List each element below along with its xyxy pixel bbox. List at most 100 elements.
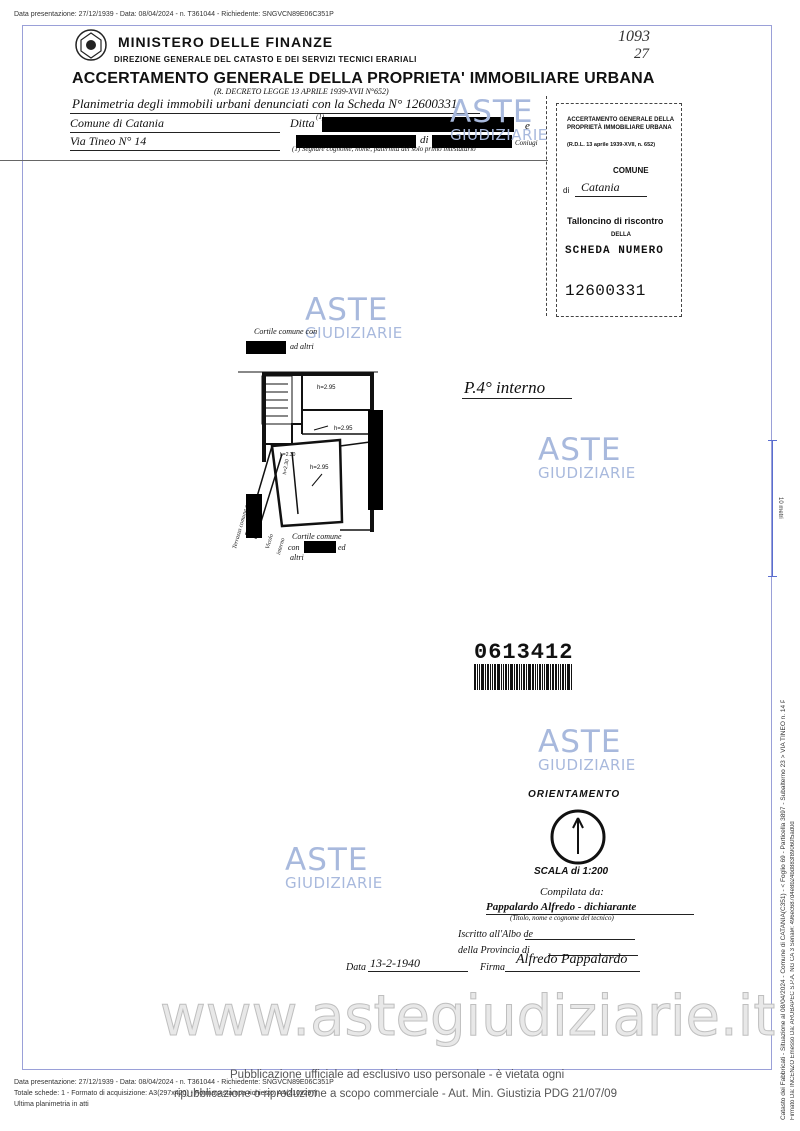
compass-icon — [550, 809, 606, 865]
barcode-bar — [516, 664, 518, 690]
cortile-bottom-ed: ed — [338, 543, 346, 552]
cortile-top-label: Cortile comune con — [254, 327, 318, 336]
tallon-underline — [575, 196, 647, 197]
watermark-aste-2: ASTE GIUDIZIARIE — [305, 292, 403, 343]
emblem-icon — [75, 29, 107, 61]
side-note: Catasto dei Fabbricati - Situazione al 0… — [780, 700, 787, 1120]
underline-3 — [70, 150, 280, 151]
barcode-bar — [519, 664, 520, 690]
barcode-bar — [558, 664, 559, 690]
barcode-bar — [494, 664, 496, 690]
corner-note-1: 1093 — [618, 28, 650, 45]
barcode-bar — [555, 664, 557, 690]
scale-tick-bottom — [768, 576, 777, 577]
barcode-bar — [479, 664, 480, 690]
barcode-bar — [544, 664, 545, 690]
compilata-sub: (Titolo, nome e cognome del tecnico) — [510, 914, 614, 922]
ditta-label: Ditta — [290, 116, 315, 130]
coniugi-label: Coniugi — [515, 139, 538, 147]
barcode-bar — [532, 664, 534, 690]
watermark-aste-4: ASTE GIUDIZIARIE — [538, 724, 636, 775]
barcode-bar — [505, 664, 507, 690]
iscritto-label: Iscritto all'Albo de — [458, 929, 533, 940]
floor-underline — [462, 398, 572, 399]
footer-line-2: Totale schede: 1 - Formato di acquisizio… — [14, 1090, 318, 1097]
barcode-bar — [503, 664, 504, 690]
tallon-comune-label: COMUNE — [613, 166, 649, 175]
barcode — [474, 664, 573, 690]
side-note-2: Firmato Da: INCENZO Emesso Da: ARUBAPEC … — [790, 821, 796, 1120]
tallon-cut-left — [546, 96, 548, 316]
tallon-scheda: SCHEDA NUMERO — [565, 245, 664, 257]
tallon-box: ACCERTAMENTO GENERALE DELLA PROPRIETÀ IM… — [556, 103, 682, 317]
ditta-sup: (1) — [316, 113, 325, 121]
top-meta: Data presentazione: 27/12/1939 - Data: 0… — [14, 11, 334, 18]
publication-line-2: ripubblicazione o riproduzione a scopo c… — [174, 1088, 617, 1100]
barcode-bar — [550, 664, 551, 690]
provincia-line — [548, 955, 638, 956]
redaction-side — [368, 410, 383, 510]
frame-left — [22, 25, 23, 1070]
redaction-cortile-top — [246, 341, 286, 354]
tallon-di: di — [563, 186, 570, 195]
compilata-label: Compilata da: — [540, 886, 604, 898]
barcode-bar — [562, 664, 564, 690]
frame-top — [22, 25, 772, 26]
footnote: (1) Segnare cognome, nome, paternità del… — [292, 145, 476, 153]
barcode-bar — [523, 664, 525, 690]
data-label: Data — [346, 962, 366, 973]
barcode-bar — [487, 664, 489, 690]
barcode-bar — [537, 664, 538, 690]
barcode-bar — [514, 664, 515, 690]
scale-tick-top — [768, 440, 777, 441]
watermark-aste-5: ASTE GIUDIZIARIE — [285, 842, 383, 893]
page-title: ACCERTAMENTO GENERALE DELLA PROPRIETA' I… — [72, 70, 655, 87]
orient-label: ORIENTAMENTO — [528, 789, 621, 800]
barcode-bar — [497, 664, 500, 690]
cortile-bottom-label: Cortile comune — [292, 532, 342, 541]
barcode-bar — [481, 664, 484, 690]
tallon-title: Talloncino di riscontro — [567, 216, 664, 226]
h-label-4: h=2.30 — [280, 452, 296, 458]
compilata-line — [486, 914, 694, 915]
decree: (R. DECRETO LEGGE 13 APRILE 1939-XVII N°… — [214, 87, 389, 96]
ruler-label: 10 metri — [777, 497, 783, 519]
barcode-bar — [492, 664, 493, 690]
h-label-3: h=2.95 — [310, 465, 329, 471]
redaction-father — [432, 135, 512, 148]
firma-line — [505, 971, 640, 972]
watermark-aste-1: ASTE GIUDIZIARIE — [450, 94, 548, 145]
barcode-bar — [546, 664, 549, 690]
barcode-bar — [528, 664, 531, 690]
via-field: Via Tineo N° 14 — [70, 134, 147, 148]
barcode-bar — [567, 664, 570, 690]
redaction-ditta — [322, 117, 514, 132]
barcode-number: 0613412 — [474, 640, 574, 665]
compilata-name: Pappalardo Alfredo - dichiarante — [486, 901, 637, 913]
barcode-bar — [542, 664, 543, 690]
ministry-name: MINISTERO DELLE FINANZE — [118, 34, 334, 50]
publication-line-1: Pubblicazione ufficiale ad esclusivo uso… — [230, 1069, 565, 1081]
barcode-bar — [526, 664, 527, 690]
tallon-comune-value: Catania — [581, 180, 620, 194]
tallon-law: (R.D.L. 13 aprile 1939-XVII, n. 652) — [567, 142, 656, 148]
barcode-bar — [510, 664, 513, 690]
tallon-number: 12600331 — [565, 282, 646, 300]
redaction-name — [296, 135, 416, 148]
tallon-head: ACCERTAMENTO GENERALE DELLA PROPRIETÀ IM… — [567, 117, 674, 131]
firma-value: Alfredo Pappalardo — [516, 952, 628, 967]
barcode-bar — [474, 664, 476, 690]
barcode-bar — [508, 664, 509, 690]
barcode-bar — [560, 664, 561, 690]
cortile-top-label-2: ad altri — [290, 342, 314, 351]
barcode-bar — [485, 664, 486, 690]
comune-field: Comune di Catania — [70, 116, 165, 130]
watermark-aste-3: ASTE GIUDIZIARIE — [538, 432, 636, 483]
scale-ruler — [772, 440, 773, 576]
h-label-2: h=2.95 — [334, 426, 353, 432]
footer-line-1: Data presentazione: 27/12/1939 - Data: 0… — [14, 1079, 334, 1086]
tallon-della: DELLA — [611, 232, 631, 238]
underline-1 — [70, 113, 480, 114]
direction: DIREZIONE GENERALE DEL CATASTO E DEI SER… — [114, 55, 417, 64]
scale-label: SCALA di 1:200 — [534, 866, 609, 877]
